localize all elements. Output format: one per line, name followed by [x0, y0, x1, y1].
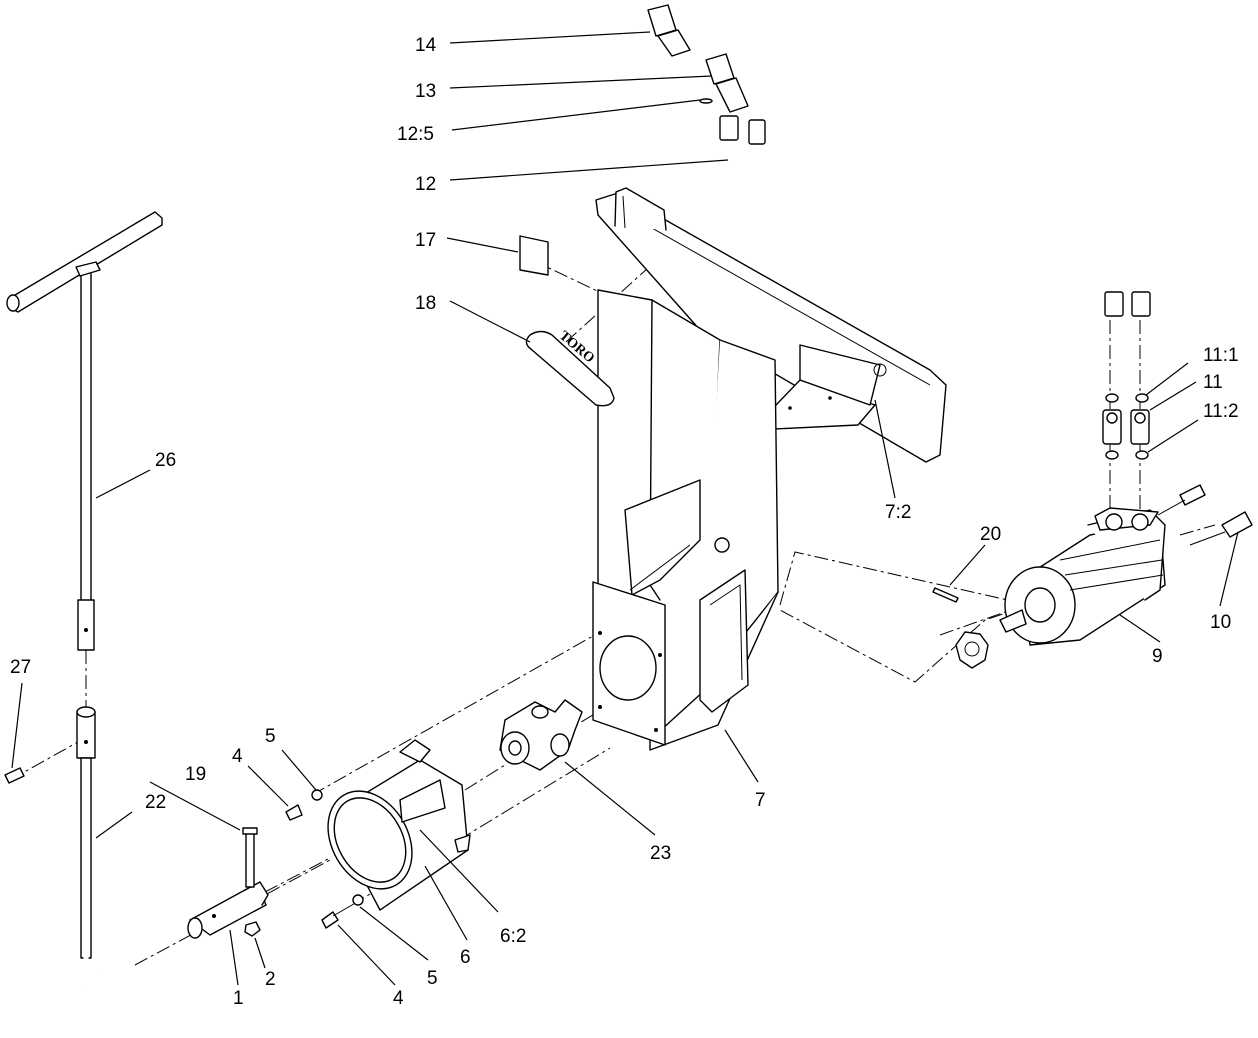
guard-tube-6 [327, 739, 471, 911]
hardware-bottom [321, 894, 364, 929]
callout-27: 27 [10, 657, 31, 678]
callout-20: 20 [980, 524, 1001, 545]
leader-lines [11, 31, 1239, 986]
coupler-13 [705, 53, 749, 113]
callout-18: 18 [415, 293, 436, 314]
callout-2: 2 [265, 969, 276, 990]
key-20 [932, 587, 959, 603]
callout-12-5: 12:5 [397, 124, 434, 145]
coupler-14 [647, 4, 691, 57]
callout-14: 14 [415, 35, 437, 56]
frame-part-7 [592, 187, 947, 751]
callout-9: 9 [1152, 646, 1163, 667]
callout-26: 26 [155, 450, 176, 471]
callout-6: 6 [460, 947, 471, 968]
o-ring-12-5 [699, 98, 713, 104]
callout-5-bottom: 5 [427, 968, 438, 989]
callout-11-2: 11:2 [1203, 401, 1239, 422]
coupler-hub [955, 631, 989, 669]
hook-rod-22 [37, 706, 128, 1029]
callout-4-bottom: 4 [393, 988, 404, 1009]
callout-19: 19 [185, 764, 206, 785]
decal-18: TORO [525, 329, 615, 407]
fittings-11 [1102, 393, 1150, 460]
callout-22: 22 [145, 792, 166, 813]
decal-17 [519, 235, 549, 276]
t-handle-26 [6, 211, 163, 651]
callout-17: 17 [415, 230, 436, 251]
callout-4-top: 4 [232, 746, 243, 767]
callout-10: 10 [1210, 612, 1231, 633]
shaft-adapter-1 [187, 827, 269, 939]
callout-5-top: 5 [265, 726, 276, 747]
callout-7-2: 7:2 [885, 502, 911, 523]
callout-12: 12 [415, 174, 436, 195]
callout-23: 23 [650, 843, 671, 864]
pin-27 [4, 767, 25, 784]
gearbox-23 [499, 699, 583, 771]
bolts-10 [1157, 484, 1253, 546]
hydraulic-motor-9 [999, 507, 1166, 646]
callout-11-1: 11:1 [1203, 345, 1239, 366]
callout-7: 7 [755, 790, 766, 811]
callout-6-2: 6:2 [500, 926, 526, 947]
callout-13: 13 [415, 81, 436, 102]
callout-11: 11 [1203, 372, 1223, 393]
callout-1: 1 [233, 988, 244, 1009]
callout-labels: 14 13 12:5 12 17 18 11:1 11 11:2 7:2 20 … [10, 35, 1239, 1009]
hydraulic-hoses [719, 115, 1151, 317]
hardware-top [285, 789, 323, 821]
